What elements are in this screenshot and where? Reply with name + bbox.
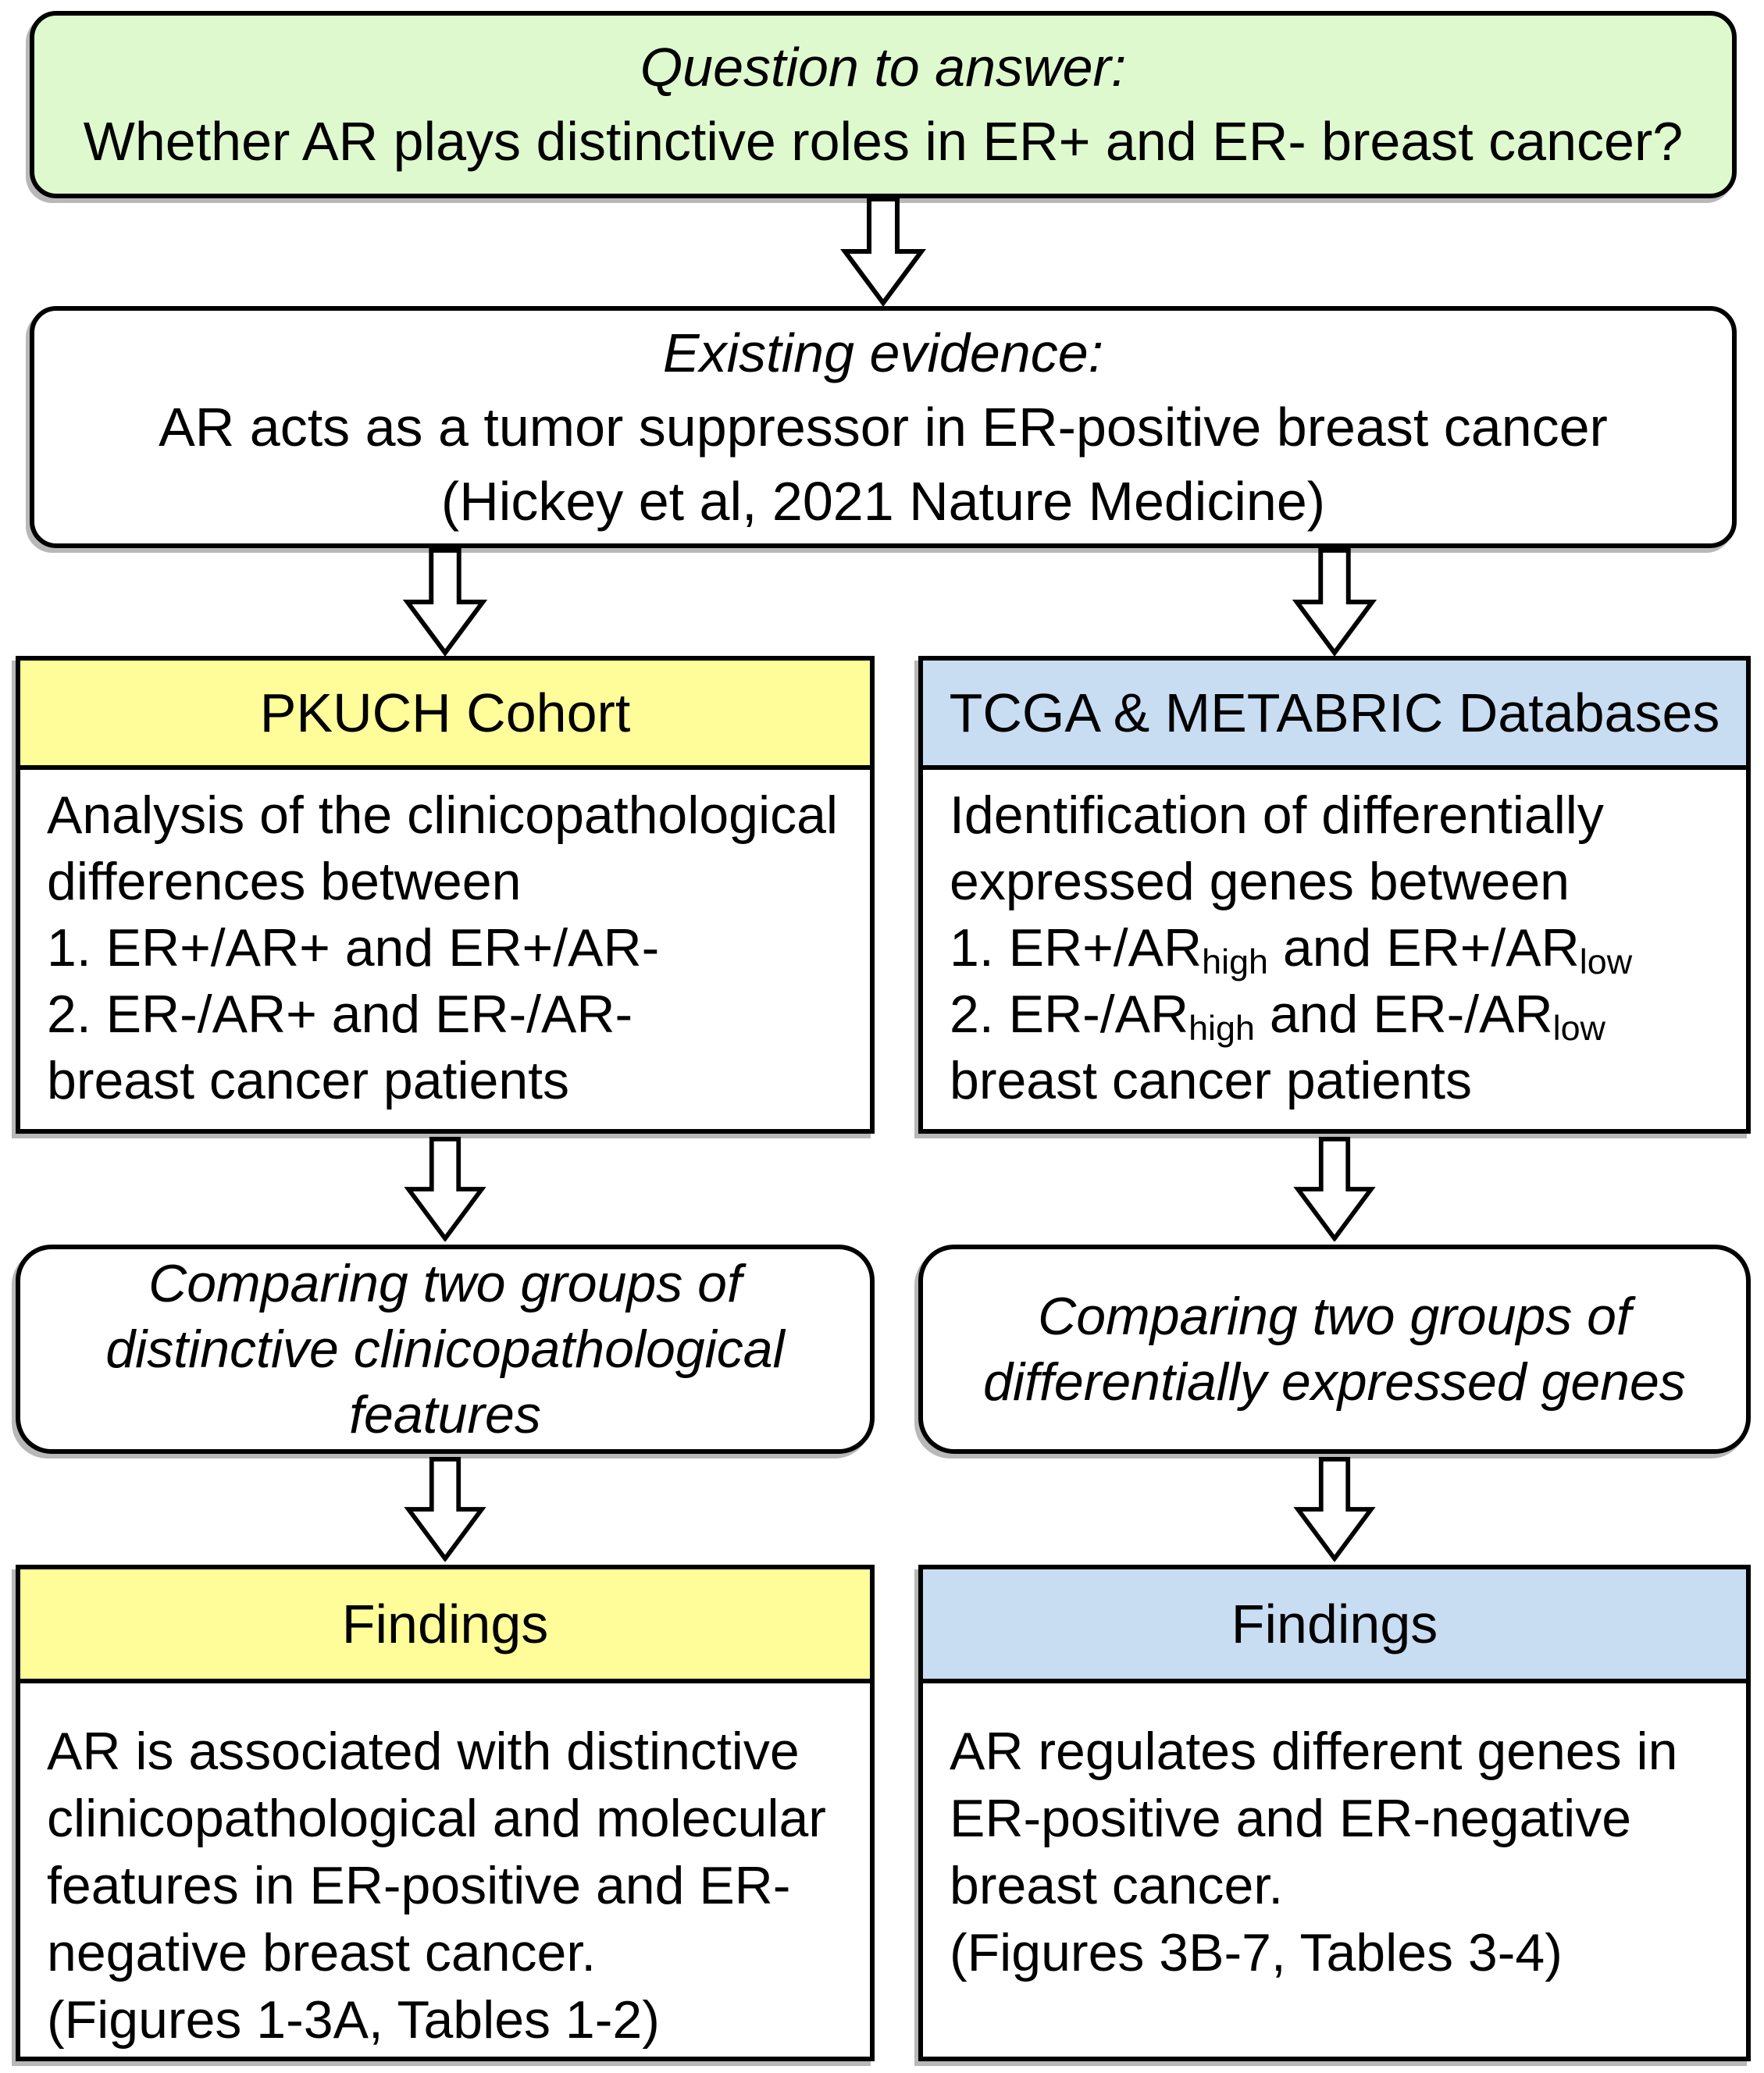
down-arrow-icon [1292, 548, 1377, 656]
text-line: negative breast cancer. [47, 1923, 597, 1982]
text-line: 1. ER+/ARhigh and ER+/ARlow [950, 918, 1633, 981]
text-line: Analysis of the clinicopathological [47, 785, 839, 845]
down-arrow-icon [402, 548, 488, 656]
subscript-text: low [1579, 941, 1633, 981]
pkuch-analysis-text: Analysis of the clinicopathological diffe… [20, 770, 870, 1129]
text-line: Comparing two groups of [148, 1254, 742, 1313]
text-line: Comparing two groups of [1038, 1287, 1631, 1346]
text-line: (Figures 1-3A, Tables 1-2) [47, 1990, 660, 2050]
text-line: Whether AR plays distinctive roles in ER… [83, 111, 1684, 172]
text-line: 1. ER+/AR+ and ER+/AR- [47, 918, 660, 978]
text-line: breast cancer patients [950, 1051, 1473, 1110]
text-line: (Figures 3B-7, Tables 3-4) [950, 1923, 1563, 1982]
text-line: 2. ER-/ARhigh and ER-/ARlow [950, 985, 1605, 1048]
down-arrow-icon [404, 1137, 486, 1241]
tcga-analysis-text: Identification of differentially expresse… [923, 770, 1746, 1129]
text-line: differences between [47, 852, 522, 911]
text-line: 2. ER-/AR+ and ER-/AR- [47, 985, 633, 1044]
text-line: Identification of differentially [950, 785, 1604, 845]
tcga-metabric-box: TCGA & METABRIC Databases Identification… [918, 656, 1751, 1134]
evidence-box: Existing evidence: AR acts as a tumor sup… [30, 306, 1737, 548]
text-line: expressed genes between [950, 852, 1570, 911]
text-line: breast cancer. [950, 1856, 1284, 1915]
subscript-text: high [1188, 1007, 1255, 1048]
pkuch-cohort-box: PKUCH Cohort Analysis of the clinicopath… [16, 656, 875, 1134]
down-arrow-icon [404, 1457, 486, 1562]
text-line: features in ER-positive and ER- [47, 1856, 791, 1915]
findings-right-text: AR regulates different genes in ER-positi… [923, 1683, 1746, 2057]
text-line: AR acts as a tumor suppressor in ER-posi… [159, 396, 1608, 458]
down-arrow-icon [840, 197, 926, 306]
down-arrow-icon [1293, 1137, 1376, 1241]
text-line: differentially expressed genes [983, 1352, 1686, 1412]
text-line: AR regulates different genes in [950, 1722, 1678, 1781]
text-line: Question to answer: [640, 37, 1127, 98]
text-line: ER-positive and ER-negative [950, 1789, 1632, 1848]
findings-left-box: Findings AR is associated with distincti… [16, 1565, 875, 2061]
question-box: Question to answer: Whether AR plays dist… [30, 11, 1737, 198]
text-line: Existing evidence: [662, 322, 1104, 383]
subscript-text: high [1202, 941, 1268, 981]
text-line: clinicopathological and molecular [47, 1789, 826, 1848]
findings-left-text: AR is associated with distinctive clinico… [20, 1683, 870, 2057]
compare-expressed-genes-box: Comparing two groups of differentially ex… [918, 1245, 1751, 1454]
text-line: AR is associated with distinctive [47, 1722, 800, 1781]
findings-right-header: Findings [923, 1569, 1746, 1683]
findings-left-header: Findings [20, 1569, 870, 1683]
text-line: features [349, 1385, 541, 1444]
findings-right-box: Findings AR regulates different genes in… [918, 1565, 1751, 2061]
text-line: breast cancer patients [47, 1051, 570, 1110]
pkuch-cohort-header: PKUCH Cohort [20, 661, 870, 770]
down-arrow-icon [1293, 1457, 1376, 1562]
subscript-text: low [1552, 1007, 1605, 1048]
text-line: (Hickey et al, 2021 Nature Medicine) [440, 470, 1326, 532]
tcga-metabric-header: TCGA & METABRIC Databases [923, 661, 1746, 770]
compare-clinicopathological-box: Comparing two groups of distinctive clini… [16, 1245, 875, 1454]
text-line: distinctive clinicopathological [105, 1320, 785, 1379]
